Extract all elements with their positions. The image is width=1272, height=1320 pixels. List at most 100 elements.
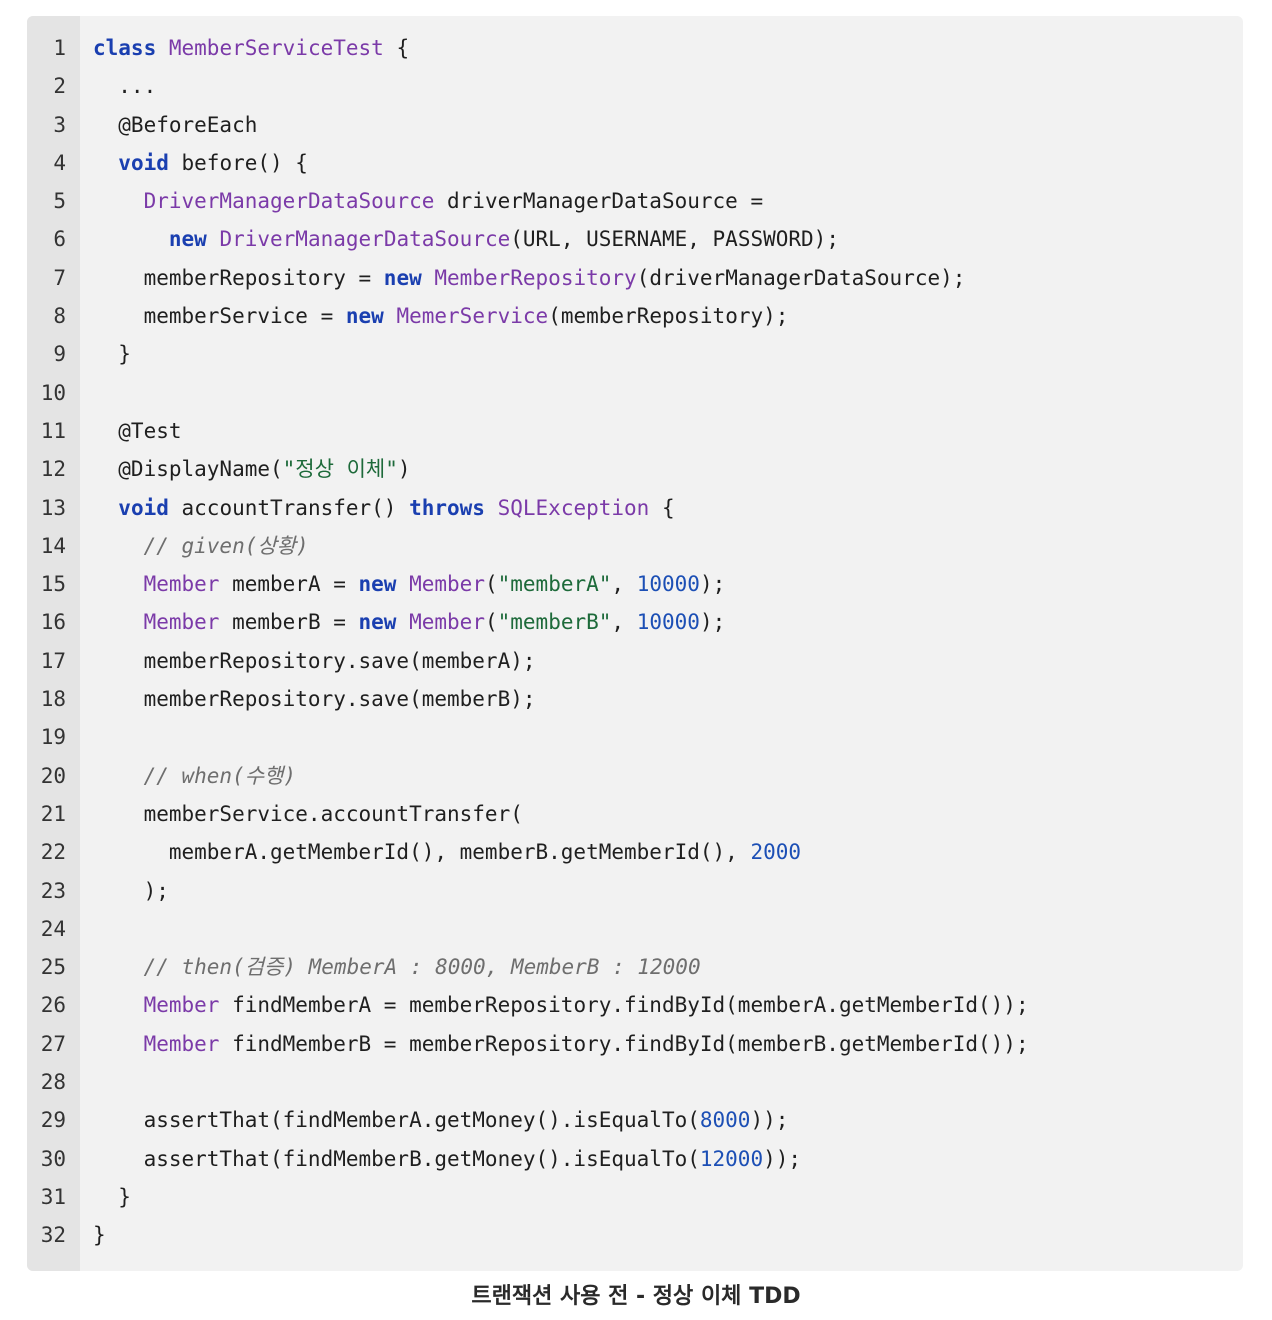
keyword-token: new: [168, 227, 207, 252]
line-number: 27: [40, 1031, 66, 1056]
code-line: assertThat(findMemberB.getMoney().isEqua…: [93, 1140, 1243, 1178]
type-token: DriverManagerDataSource: [143, 189, 435, 214]
type-token: MemberRepository: [434, 265, 637, 290]
code-token: [93, 955, 144, 979]
keyword-token: new: [358, 610, 397, 635]
type-token: Member: [143, 610, 220, 635]
line-number: 14: [40, 533, 66, 558]
line-number: 29: [40, 1108, 66, 1133]
code-token: [93, 993, 144, 1017]
code-line: void before() {: [93, 144, 1243, 182]
figure-caption: 트랜잭션 사용 전 - 정상 이체 TDD: [471, 1284, 801, 1309]
type-token: Member: [143, 572, 220, 597]
code-line: [93, 910, 1243, 948]
code-token: [156, 36, 169, 60]
comment-token: // given(상황): [143, 533, 309, 558]
string-token: "정상 이체": [282, 457, 398, 482]
type-token: Member: [409, 610, 485, 635]
code-token: (URL, USERNAME, PASSWORD);: [510, 227, 839, 252]
code-token: }: [93, 1223, 106, 1248]
code-line: memberService.accountTransfer(: [93, 795, 1243, 833]
line-number: 28: [40, 1070, 66, 1095]
code-token: memberA.getMemberId(), memberB.getMember…: [93, 840, 751, 865]
code-line: new DriverManagerDataSource(URL, USERNAM…: [93, 220, 1243, 258]
code-line: // given(상황): [93, 527, 1243, 565]
line-number: 1: [53, 36, 66, 60]
keyword-token: new: [383, 265, 422, 290]
code-token: [93, 496, 118, 520]
code-token: findMemberB = memberRepository.findById(…: [219, 1031, 1029, 1056]
annotation-token: @DisplayName(: [93, 457, 283, 482]
line-number: 3: [53, 112, 66, 137]
line-number: 30: [40, 1146, 66, 1171]
keyword-token: new: [345, 304, 384, 329]
type-token: Member: [143, 1031, 220, 1056]
code-token: memberA =: [219, 572, 359, 597]
code-token: }: [93, 342, 131, 367]
code-token: memberService =: [93, 304, 346, 329]
string-token: "memberB": [497, 610, 612, 635]
line-number: 17: [40, 648, 66, 673]
type-token: DriverManagerDataSource: [219, 227, 511, 252]
code-line: Member memberA = new Member("memberA", 1…: [93, 565, 1243, 603]
code-token: [93, 764, 144, 788]
code-token: );: [699, 610, 726, 635]
line-number: 20: [40, 763, 66, 788]
line-number: 2: [53, 74, 66, 99]
line-number: 7: [53, 265, 66, 290]
line-number: 11: [40, 418, 66, 443]
code-token: ,: [611, 572, 637, 597]
line-number: 31: [40, 1184, 66, 1209]
keyword-token: class: [93, 36, 157, 60]
line-number: 23: [40, 878, 66, 903]
type-token: Member: [409, 572, 485, 597]
code-token: memberService.accountTransfer(: [93, 801, 523, 826]
code-token: memberRepository.save(memberB);: [93, 687, 536, 712]
type-token: SQLException: [497, 495, 650, 520]
code-line: void accountTransfer() throws SQLExcepti…: [93, 489, 1243, 527]
code-token: [207, 227, 220, 251]
code-token: memberRepository.save(memberA);: [93, 648, 536, 673]
code-token: assertThat(findMemberB.getMoney().isEqua…: [93, 1146, 700, 1171]
code-token: );: [93, 878, 169, 903]
code-token: ): [397, 457, 411, 482]
number-token: 12000: [699, 1146, 764, 1171]
code-line: memberRepository = new MemberRepository(…: [93, 259, 1243, 297]
code-token: findMemberA = memberRepository.findById(…: [219, 993, 1029, 1018]
code-line: }: [93, 1178, 1243, 1216]
line-number: 10: [40, 380, 66, 405]
line-number: 24: [40, 916, 66, 941]
code-token: ...: [93, 74, 157, 99]
code-token: ));: [750, 1108, 789, 1133]
code-token: (driverManagerDataSource);: [636, 265, 966, 290]
code-token: );: [699, 572, 726, 597]
code-line: @BeforeEach: [93, 106, 1243, 144]
code-line: memberRepository.save(memberA);: [93, 642, 1243, 680]
code-token: (memberRepository);: [548, 304, 789, 329]
number-token: 10000: [636, 572, 700, 597]
line-number: 5: [53, 189, 66, 214]
code-lines: class MemberServiceTest { ... @BeforeEac…: [93, 29, 1243, 1255]
comment-token: // then(검증) MemberA : 8000, MemberB : 12…: [143, 955, 701, 980]
code-token: memberB =: [219, 610, 359, 635]
code-line: memberRepository.save(memberB);: [93, 680, 1243, 718]
line-number: 13: [40, 495, 66, 520]
line-number: 6: [53, 227, 66, 252]
code-token: [93, 572, 144, 596]
line-number: 22: [40, 840, 66, 865]
line-number: 15: [40, 572, 66, 597]
code-line: DriverManagerDataSource driverManagerDat…: [93, 182, 1243, 220]
code-token: [93, 610, 144, 634]
type-token: MemberServiceTest: [168, 36, 384, 60]
code-token: [485, 496, 498, 520]
code-line: memberService = new MemerService(memberR…: [93, 297, 1243, 335]
line-number: 4: [53, 150, 66, 175]
code-line: [93, 718, 1243, 756]
code-line: Member memberB = new Member("memberB", 1…: [93, 603, 1243, 641]
code-token: }: [93, 1184, 131, 1209]
code-line: [93, 374, 1243, 412]
code-token: [384, 304, 397, 328]
